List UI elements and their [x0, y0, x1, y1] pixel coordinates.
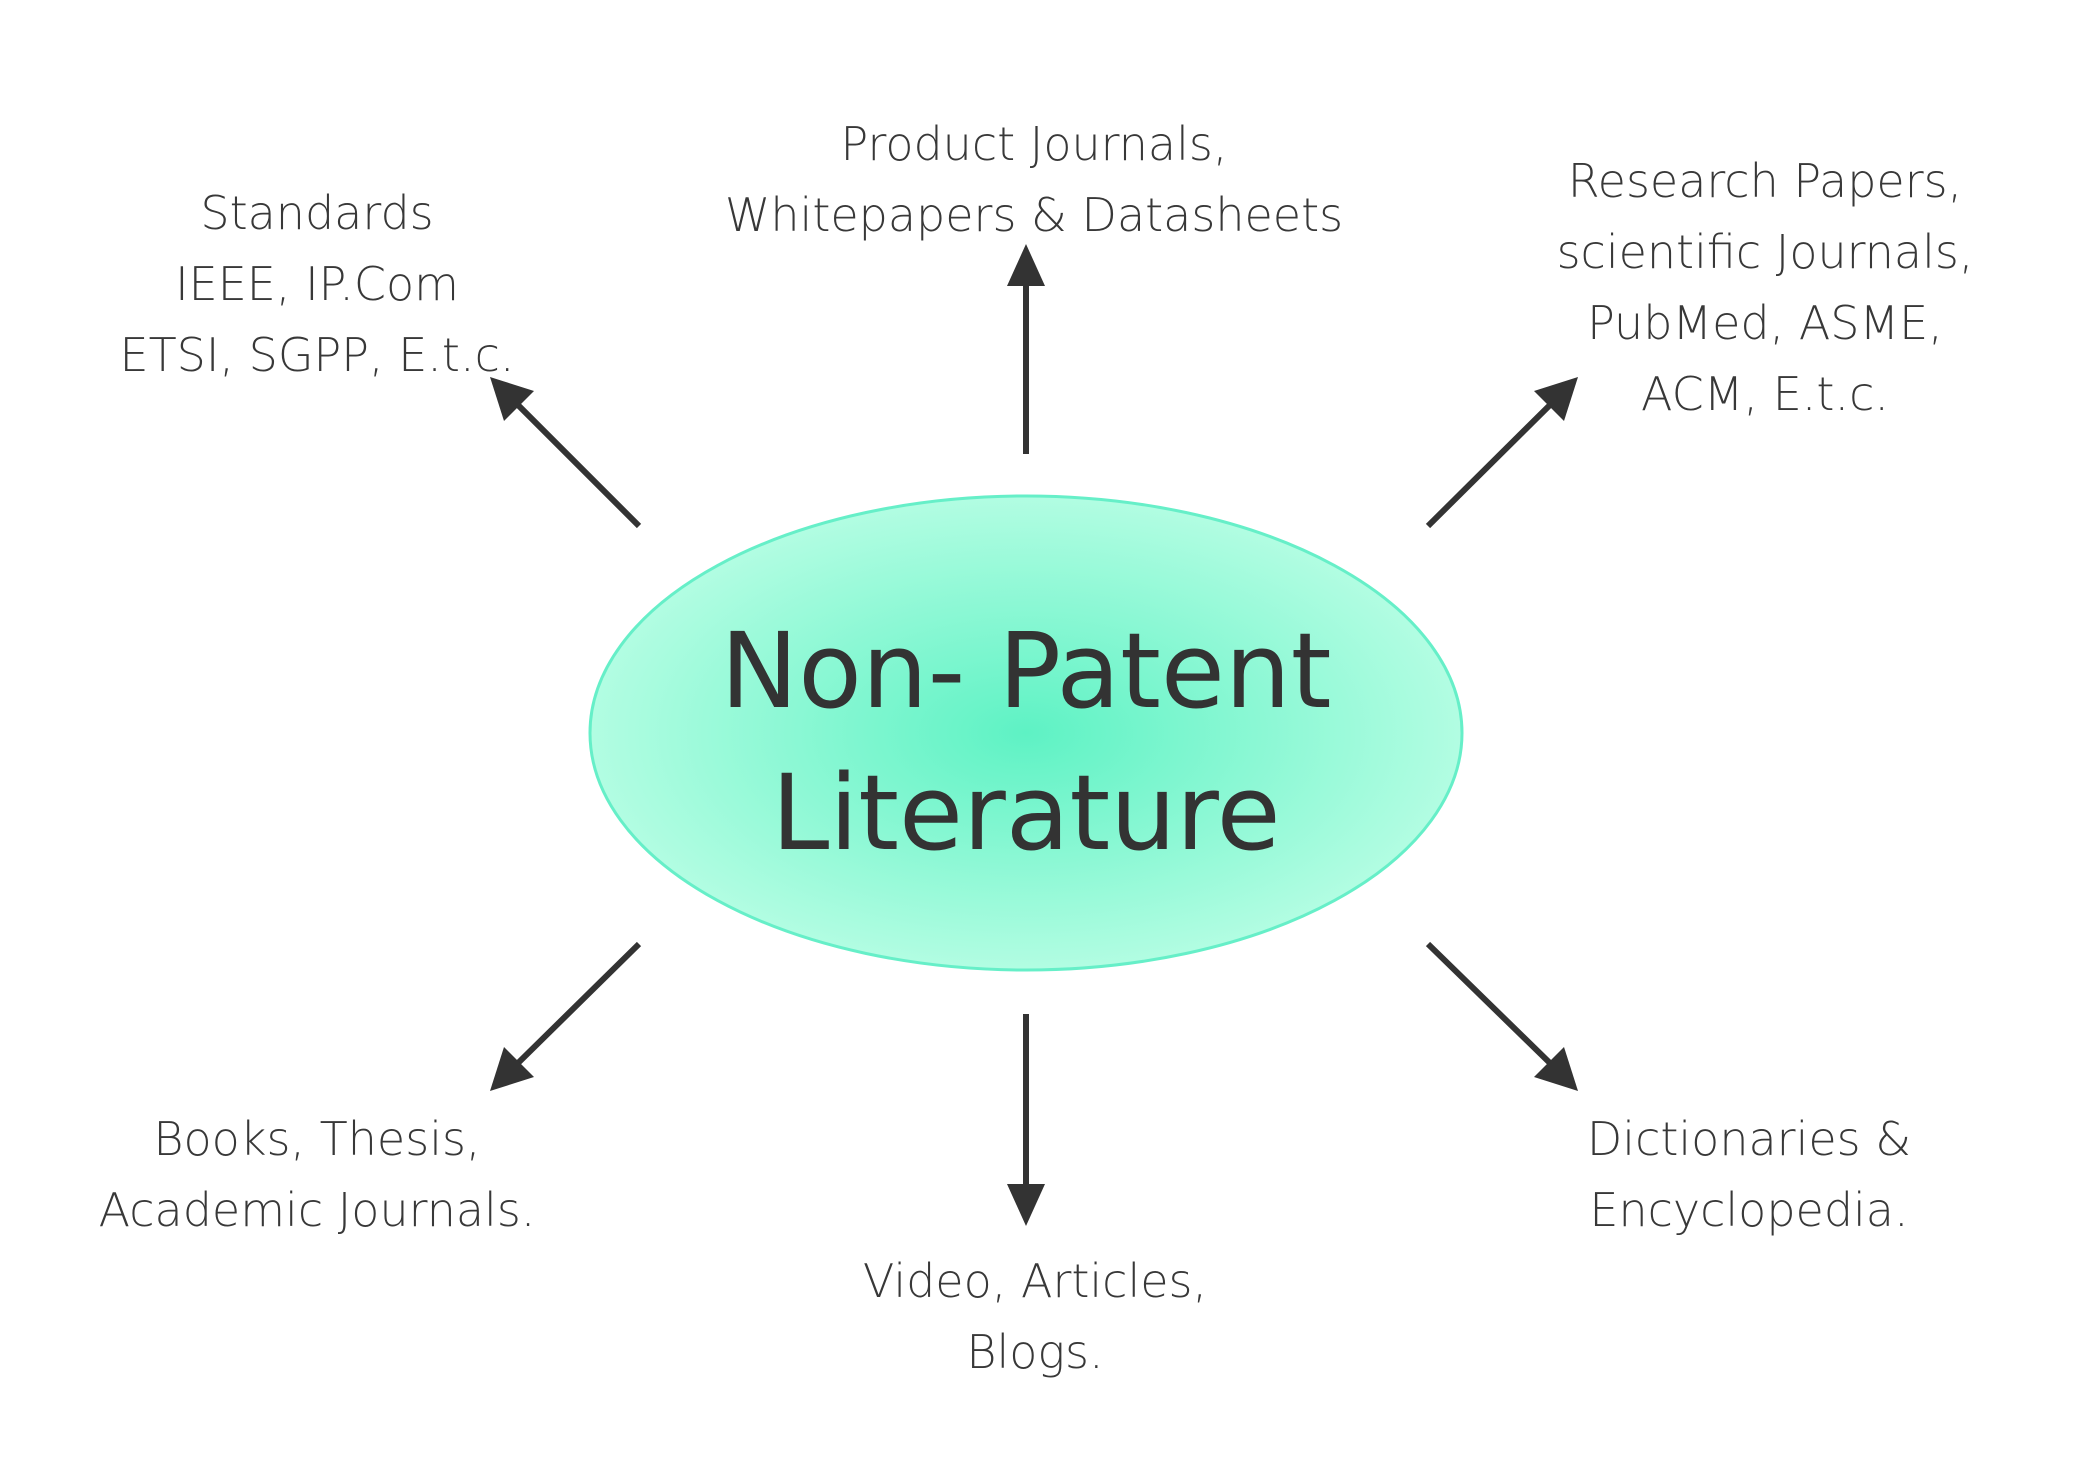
branch-line: ETSI, SGPP, E.t.c.	[119, 328, 515, 382]
branch-line: Whitepapers & Datasheets	[724, 188, 1344, 242]
arrow-lower-left	[511, 941, 642, 1070]
branch-line: Blogs.	[966, 1325, 1104, 1379]
branch-line: Video, Articles,	[862, 1254, 1208, 1308]
arrowhead-down	[1007, 1184, 1045, 1226]
branch-line: Research Papers,	[1567, 154, 1963, 208]
branch-line: scientific Journals,	[1556, 225, 1974, 279]
arrow-lower-right	[1425, 941, 1557, 1070]
branch-line: IEEE, IP.Com	[175, 257, 459, 311]
branch-line: PubMed, ASME,	[1587, 296, 1943, 350]
branch-line: Standards	[200, 186, 434, 240]
branch-standards: Standards IEEE, IP.Com ETSI, SGPP, E.t.c…	[120, 178, 515, 391]
branch-line: ACM, E.t.c.	[1641, 367, 1889, 421]
center-title-line: Non- Patent	[720, 610, 1332, 732]
center-title-line: Literature	[771, 752, 1281, 874]
arrowhead-upper-right	[1534, 377, 1578, 421]
branch-line: Dictionaries &	[1586, 1112, 1912, 1166]
branch-video: Video, Articles, Blogs.	[863, 1246, 1207, 1388]
arrowhead-upper-left	[490, 377, 534, 421]
branch-line: Encyclopedia.	[1589, 1183, 1909, 1237]
branch-dictionaries: Dictionaries & Encyclopedia.	[1587, 1104, 1911, 1246]
branch-line: Product Journals,	[840, 117, 1228, 171]
arrowhead-lower-left	[490, 1047, 534, 1091]
branch-research: Research Papers, scientific Journals, Pu…	[1557, 146, 1974, 430]
center-ellipse	[588, 494, 1464, 972]
branch-books: Books, Thesis, Academic Journals.	[99, 1104, 536, 1246]
branch-line: Academic Journals.	[98, 1183, 536, 1237]
branch-product: Product Journals, Whitepapers & Datashee…	[725, 109, 1343, 251]
arrowhead-up	[1007, 244, 1045, 286]
center-title: Non- Patent Literature	[720, 600, 1331, 884]
branch-line: Books, Thesis,	[153, 1112, 481, 1166]
arrowhead-lower-right	[1534, 1047, 1578, 1091]
arrow-upper-left	[511, 398, 642, 529]
arrow-upper-right	[1425, 398, 1557, 529]
